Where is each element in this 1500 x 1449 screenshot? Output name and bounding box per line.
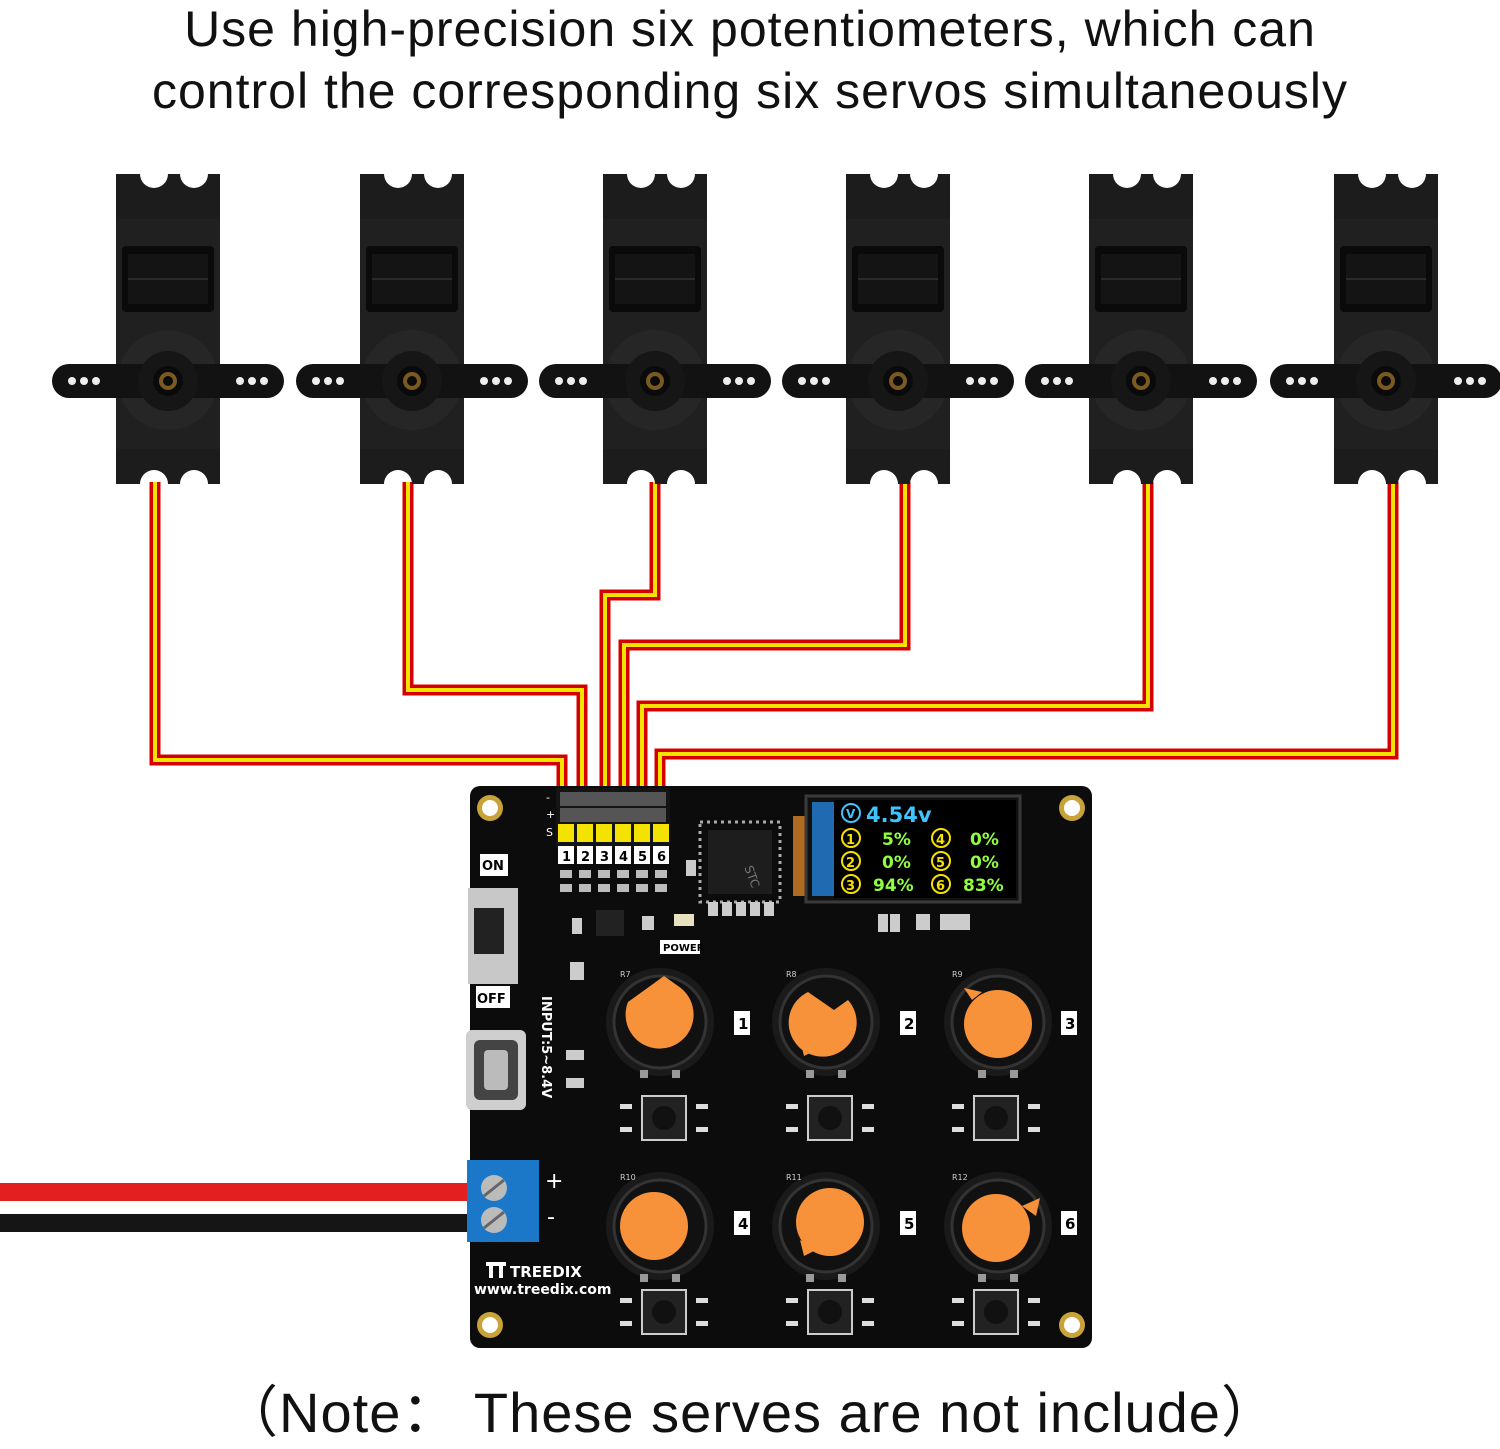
header-signal-label: S <box>546 826 553 839</box>
potentiometer-3[interactable] <box>944 968 1052 1078</box>
switch-off-label: OFF <box>477 992 506 1007</box>
note-text: （Note： These serves are not include） <box>222 1381 1278 1444</box>
header-number-3: 3 <box>600 850 609 865</box>
wire-6 <box>654 482 1399 790</box>
header-plus-label: + <box>546 808 555 821</box>
pot-ref-r7: R7 <box>620 970 631 979</box>
oled-display: V 4.54v 1 5% 2 0% 3 94% 4 0% 5 0% 6 8 <box>793 794 1022 904</box>
controller-board: - + S 1 2 3 4 5 6 <box>466 786 1092 1348</box>
header-number-5: 5 <box>638 850 647 865</box>
tact-button-1[interactable] <box>619 1095 709 1141</box>
header-number-4: 4 <box>619 850 628 865</box>
oled-channel-3-num: 3 <box>846 879 855 894</box>
servo-2 <box>296 174 528 484</box>
headline-line-2: control the corresponding six servos sim… <box>152 63 1348 119</box>
headline-line-1: Use high-precision six potentiometers, w… <box>184 1 1316 57</box>
servo-wires <box>149 482 1399 790</box>
oled-channel-6-value: 83% <box>963 876 1004 896</box>
channel-label-5: 5 <box>904 1215 914 1233</box>
tact-button-6[interactable] <box>951 1289 1041 1335</box>
input-voltage-label: INPUT:5~8.4V <box>538 996 553 1098</box>
brand-name: TREEDIX <box>510 1263 582 1281</box>
wire-4 <box>618 482 911 790</box>
oled-channel-6-num: 6 <box>936 879 945 894</box>
tact-button-4[interactable] <box>619 1289 709 1335</box>
pot-ref-r10: R10 <box>620 1173 636 1182</box>
potentiometer-1[interactable] <box>606 968 714 1078</box>
oled-voltage: 4.54v <box>866 803 932 827</box>
oled-channel-2-value: 0% <box>882 853 911 873</box>
power-wire-black <box>0 1214 470 1232</box>
servo-3 <box>539 174 771 484</box>
power-label: POWER <box>663 943 705 954</box>
potentiometer-6[interactable] <box>944 1172 1052 1282</box>
tact-button-2[interactable] <box>785 1095 875 1141</box>
header-minus-label: - <box>546 791 550 804</box>
pot-ref-r9: R9 <box>952 970 963 979</box>
potentiometer-4[interactable] <box>606 1172 714 1282</box>
terminal-minus-label: - <box>547 1205 555 1230</box>
header-numbers: 1 2 3 4 5 6 <box>558 846 669 865</box>
channel-label-2: 2 <box>904 1015 914 1033</box>
header-number-2: 2 <box>581 850 590 865</box>
wire-5 <box>636 482 1154 790</box>
microcontroller-chip: STC <box>698 820 782 904</box>
switch-on-label: ON <box>482 859 504 874</box>
potentiometer-2[interactable] <box>772 968 880 1078</box>
servo-1 <box>52 174 284 484</box>
oled-channel-4-value: 0% <box>970 830 999 850</box>
channel-label-3: 3 <box>1065 1015 1075 1033</box>
channel-label-4: 4 <box>738 1215 748 1233</box>
oled-voltage-symbol: V <box>846 807 856 821</box>
oled-channel-2-num: 2 <box>846 856 855 871</box>
usb-c-port[interactable] <box>466 1030 526 1110</box>
oled-channel-5-value: 0% <box>970 853 999 873</box>
servo-4 <box>782 174 1014 484</box>
oled-channel-1-num: 1 <box>846 833 855 848</box>
header-number-6: 6 <box>657 850 666 865</box>
pot-ref-r11: R11 <box>786 1173 802 1182</box>
tact-button-5[interactable] <box>785 1289 875 1335</box>
oled-channel-5-num: 5 <box>936 856 945 871</box>
channel-label-6: 6 <box>1065 1215 1075 1233</box>
terminal-plus-label: + <box>545 1169 563 1194</box>
power-wire-red <box>0 1183 470 1201</box>
tact-button-3[interactable] <box>951 1095 1041 1141</box>
treedix-logo: TREEDIX <box>486 1262 582 1281</box>
wire-2 <box>402 482 588 790</box>
header-number-1: 1 <box>562 850 571 865</box>
servo-5 <box>1025 174 1257 484</box>
brand-url: www.treedix.com <box>474 1282 611 1298</box>
pot-ref-r12: R12 <box>952 1173 968 1182</box>
power-led <box>674 914 694 926</box>
wire-1 <box>149 482 568 790</box>
channel-label-1: 1 <box>738 1015 748 1033</box>
servo-pin-header: - + S 1 2 3 4 5 6 <box>546 788 670 892</box>
potentiometer-5[interactable] <box>772 1172 880 1282</box>
wire-3 <box>599 482 661 790</box>
oled-channel-3-value: 94% <box>873 876 914 896</box>
servo-6 <box>1270 174 1500 484</box>
pot-ref-r8: R8 <box>786 970 797 979</box>
power-switch[interactable]: ON OFF <box>468 854 518 1008</box>
oled-channel-4-num: 4 <box>936 833 945 848</box>
oled-channel-1-value: 5% <box>882 830 911 850</box>
power-terminal-block[interactable]: + - <box>467 1160 563 1242</box>
